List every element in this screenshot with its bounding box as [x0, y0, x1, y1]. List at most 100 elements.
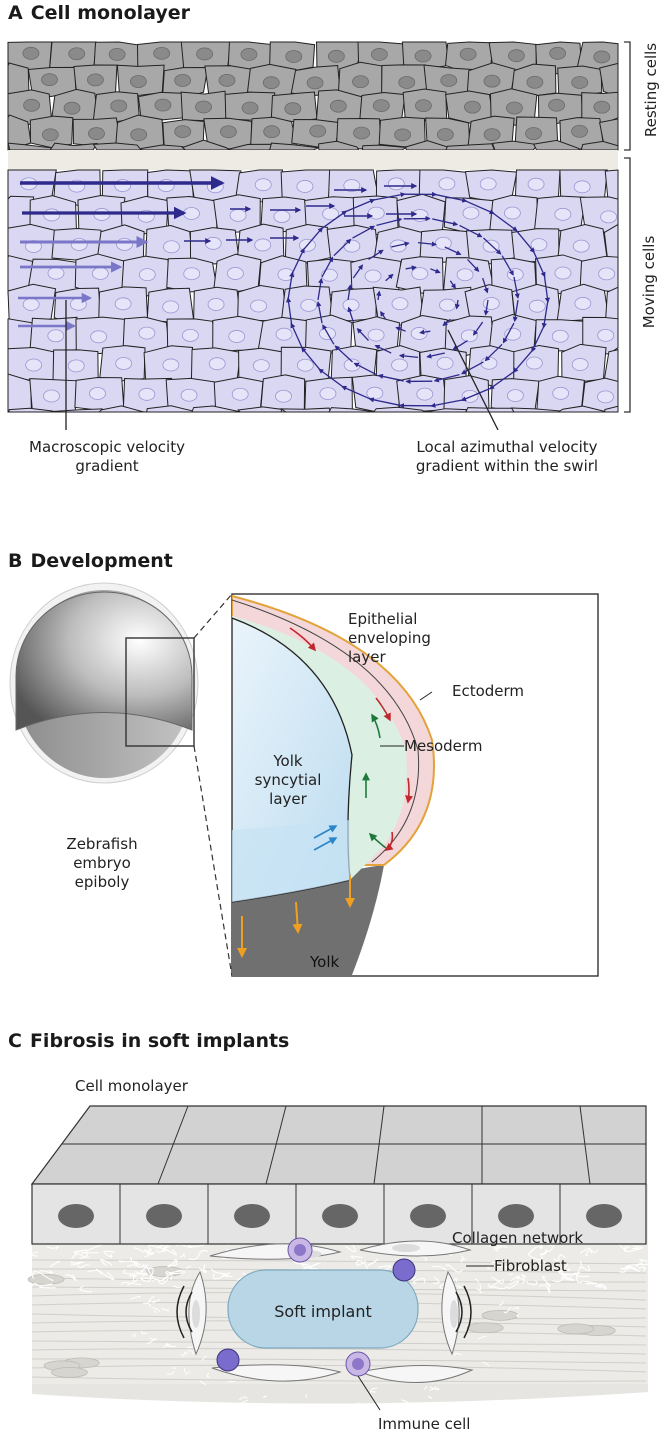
cell-nucleus — [456, 268, 474, 282]
cell-nucleus — [130, 128, 148, 142]
velocity-arrow — [473, 321, 484, 336]
cell-nucleus — [571, 124, 588, 138]
blue-arrow-1 — [313, 825, 338, 839]
cell-nucleus — [506, 268, 524, 281]
cell — [604, 405, 619, 413]
cell-nucleus — [597, 328, 615, 342]
velocity-arrow — [347, 284, 353, 301]
panel-a-heading: Cell monolayer — [30, 2, 191, 24]
zoom-line-top — [193, 593, 233, 639]
cell-nucleus — [571, 76, 589, 89]
cell — [7, 373, 32, 413]
cell-nucleus — [329, 99, 347, 113]
cell-nucleus — [460, 329, 478, 343]
cell-nucleus — [273, 210, 291, 223]
cell-nucleus — [183, 267, 201, 281]
ysl-label: Yolk syncytial layer — [238, 752, 338, 809]
cell-nucleus — [572, 239, 590, 253]
cell-nucleus — [23, 98, 40, 112]
moving-bracket — [624, 157, 631, 413]
velocity-arrow — [343, 198, 376, 213]
cell-nucleus — [391, 297, 409, 311]
monolayer-top-cells — [62, 1105, 646, 1185]
cell-nucleus — [240, 48, 258, 61]
cell-nucleus — [296, 358, 314, 372]
velocity-arrow — [374, 345, 392, 354]
cell-nucleus — [483, 74, 501, 88]
cell-nucleus — [436, 356, 454, 370]
cell-nucleus — [300, 298, 318, 312]
panel-b-letter: B — [8, 550, 23, 572]
velocity-arrow — [419, 329, 431, 335]
tissue-cell — [466, 1322, 504, 1334]
motion-arc-right-2 — [463, 1285, 472, 1339]
velocity-arrow — [368, 249, 384, 260]
velocity-arrow — [380, 310, 387, 320]
cell-nucleus — [153, 46, 171, 60]
cell-nucleus — [138, 326, 156, 340]
cell-nucleus — [162, 300, 180, 314]
green-arrow-1 — [371, 713, 381, 739]
velocity-arrow — [417, 241, 438, 247]
cell-nucleus — [549, 46, 567, 60]
velocity-arrow — [433, 373, 460, 383]
red-arrow-4 — [384, 831, 394, 851]
evl-label: Epithelial enveloping layer — [348, 610, 431, 667]
cell-nucleus — [343, 179, 361, 192]
velocity-arrow — [532, 250, 546, 278]
cell-nucleus — [506, 101, 523, 115]
macroscopic-gradient-line-1: Macroscopic velocity — [29, 438, 185, 456]
cell-nucleus — [180, 388, 198, 402]
cell-nucleus — [154, 98, 172, 112]
cell-nucleus — [241, 101, 259, 115]
velocity-arrow — [395, 326, 406, 332]
monolayer-nucleus — [234, 1204, 270, 1228]
monolayer-nucleus — [498, 1204, 534, 1228]
cell-nucleus — [367, 206, 385, 220]
evl-label-line-2: enveloping — [348, 629, 431, 647]
velocity-arrow — [353, 362, 377, 376]
embryo-caption-line-2: embryo — [73, 854, 131, 872]
cell-nucleus — [181, 328, 199, 342]
cell-nucleus — [387, 177, 405, 191]
cell-nucleus — [195, 100, 212, 114]
velocity-arrow — [376, 217, 403, 227]
velocity-arrow — [454, 299, 460, 310]
cell-nucleus — [114, 297, 132, 311]
cell-nucleus — [554, 207, 572, 221]
cell-nucleus — [262, 76, 280, 90]
velocity-arrow — [433, 193, 468, 203]
monolayer-top — [30, 1105, 647, 1185]
cell-nucleus — [196, 47, 213, 61]
cell-nucleus — [229, 208, 247, 222]
macroscopic-gradient-line-2: gradient — [75, 457, 139, 475]
velocity-arrow — [334, 345, 353, 363]
resting-cells-label: Resting cells — [642, 42, 660, 138]
moving-cells-layer — [7, 169, 619, 413]
cell-nucleus — [342, 298, 360, 312]
fibroblast-label: Fibroblast — [494, 1257, 567, 1275]
cell-nucleus — [439, 298, 456, 312]
cell-nucleus — [551, 329, 569, 343]
cell-nucleus — [47, 329, 65, 343]
zoom-line-bottom — [193, 745, 233, 977]
velocity-arrow — [385, 273, 394, 282]
velocity-arrow — [531, 325, 545, 353]
cell-nucleus — [438, 177, 456, 191]
ectoderm-leader — [419, 691, 433, 701]
cell-nucleus — [162, 358, 180, 372]
cell-nucleus — [89, 387, 106, 400]
velocity-arrow — [491, 211, 518, 232]
cell-nucleus — [391, 358, 408, 372]
cell-nucleus — [573, 180, 591, 194]
evl-label-line-1: Epithelial — [348, 610, 418, 628]
velocity-arrow — [341, 385, 373, 401]
monolayer-front-cells — [58, 1184, 622, 1244]
cell-nucleus — [110, 99, 128, 113]
velocity-arrow — [463, 199, 495, 215]
cell-nucleus — [440, 74, 458, 87]
cell-nucleus — [367, 328, 385, 342]
cell-nucleus — [129, 75, 147, 88]
cell-nucleus — [459, 47, 477, 61]
